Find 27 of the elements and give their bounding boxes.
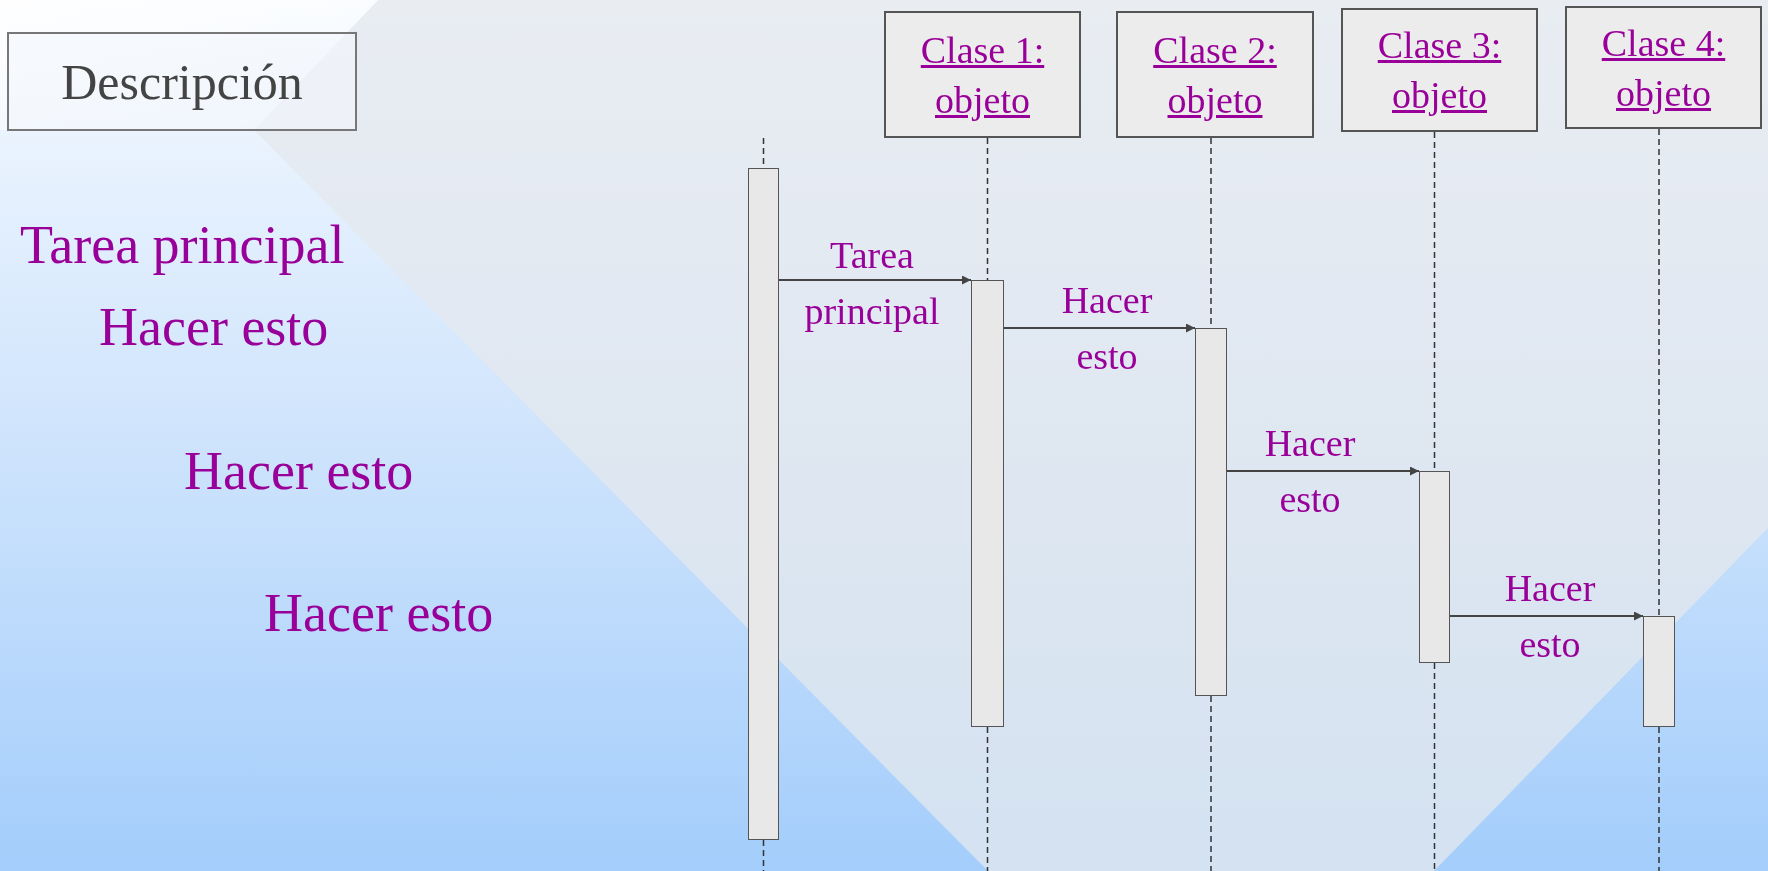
activation-bar xyxy=(971,280,1004,727)
edge-label: Hacer esto xyxy=(1060,278,1154,379)
message-arrow xyxy=(1449,611,1644,621)
object-name: Clase 4: objeto xyxy=(1600,20,1727,116)
edge-label: Tarea principal xyxy=(803,233,941,334)
edge-label: Hacer esto xyxy=(1503,566,1597,667)
class-box xyxy=(1565,6,1762,129)
activation-bar xyxy=(748,168,779,840)
class-box xyxy=(1116,11,1314,138)
message-arrow xyxy=(778,275,972,285)
step-text: Hacer esto xyxy=(264,586,494,640)
lifeline xyxy=(986,137,989,281)
step-text: Hacer esto xyxy=(99,300,329,354)
message-arrow xyxy=(1003,323,1196,333)
message-arrow xyxy=(1226,466,1420,476)
title-box xyxy=(7,32,357,131)
class-box xyxy=(884,11,1081,138)
step-text: Hacer esto xyxy=(184,444,414,498)
edge-label: Hacer esto xyxy=(1263,421,1357,522)
activation-bar xyxy=(1419,471,1450,663)
class-box xyxy=(1341,8,1538,132)
object-name: Clase 3: objeto xyxy=(1376,23,1503,118)
object-name: Clase 1: objeto xyxy=(919,27,1046,123)
activation-bar xyxy=(1195,328,1227,696)
activation-bar xyxy=(1643,616,1675,727)
object-name: Clase 2: objeto xyxy=(1152,27,1278,123)
lifeline xyxy=(1658,128,1660,617)
